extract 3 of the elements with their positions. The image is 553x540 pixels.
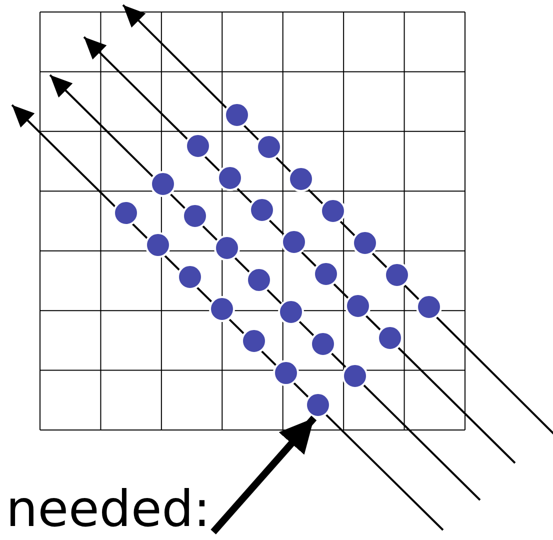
- dot: [305, 392, 331, 418]
- callout-text: needed:: [6, 482, 210, 536]
- leader-arrow: [210, 416, 317, 534]
